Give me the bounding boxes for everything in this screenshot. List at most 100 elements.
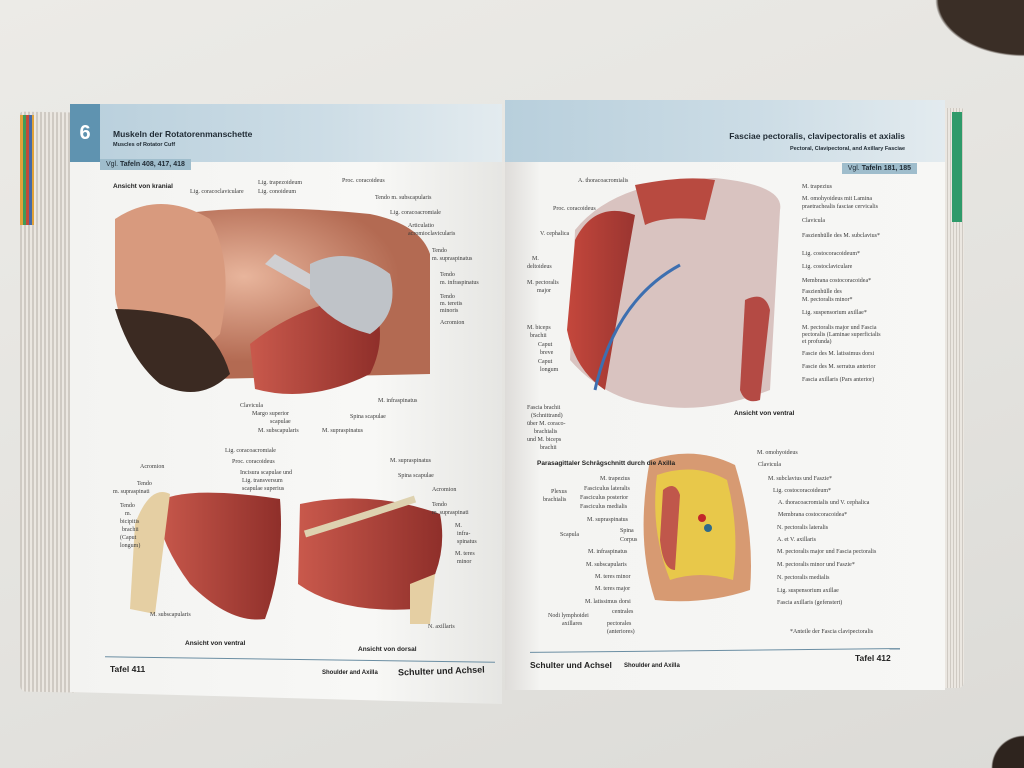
humerus-ventral (130, 492, 170, 614)
footnote: *Anteile der Fascia clavipectoralis (790, 629, 874, 635)
anatomy-label: minoris (440, 308, 459, 314)
anatomy-label: Lig. transversum (242, 478, 283, 484)
anatomy-label: M. teres major (595, 586, 631, 592)
section-en: Shoulder and Axilla (624, 663, 680, 669)
page-title: Fasciae pectoralis, clavipectoralis et a… (729, 131, 905, 141)
anatomy-label: deltoideus (527, 264, 552, 270)
anatomy-label: A. thoracoacromialis (578, 178, 629, 184)
anatomy-label: Lig. coracoclaviculare (190, 189, 244, 195)
axillary-artery (698, 514, 706, 522)
anatomy-label: Articulatio (408, 223, 434, 229)
anatomy-label: M. supraspinatus (390, 458, 431, 464)
anatomy-label: infra- (457, 531, 471, 537)
anatomy-label: N. pectoralis medialis (777, 575, 830, 581)
anatomy-label: N. axillaris (428, 624, 455, 630)
anatomy-label: Acromion (432, 487, 457, 493)
anatomy-label: longum) (120, 543, 141, 549)
anatomy-label: Lig. suspensorium axillae (777, 588, 839, 594)
illustrations (567, 178, 781, 602)
anatomy-label: Fascia axillaris (Pars anterior) (802, 377, 875, 383)
header-band (505, 100, 945, 162)
anatomy-label: praetrachealis fasciae cervicalis (802, 204, 878, 210)
anatomy-label: M. subscapularis (150, 612, 191, 618)
anatomy-label: Tendo (432, 248, 447, 254)
section-de: Schulter und Achsel (530, 660, 612, 670)
anatomy-label: Membrana costocoracoidea* (802, 278, 872, 284)
anatomy-label: Proc. coracoideus (553, 206, 596, 212)
anatomy-label: V. cephalica (540, 231, 570, 237)
anatomy-label: M. trapezius (600, 476, 630, 482)
figure-caption: Ansicht von ventral (185, 640, 246, 647)
anatomy-label: m. supraspinati (113, 489, 150, 495)
anatomy-label: M. omohyoideus mit Lamina (802, 196, 872, 202)
plate-number: Tafel 411 (110, 664, 146, 674)
illustrations (115, 204, 443, 624)
anatomy-label: M. pectoralis minor und Faszie* (777, 562, 855, 568)
latissimus-edge (740, 296, 770, 402)
anatomy-label: N. pectoralis lateralis (777, 525, 829, 531)
anatomy-label: m. supraspinati (432, 510, 469, 516)
anatomy-label: M. teres minor (595, 574, 631, 580)
anatomy-label: M. biceps (527, 325, 551, 331)
anatomy-label: pectoralis (Laminae superficialis (802, 332, 881, 338)
header-band (70, 104, 502, 162)
anatomy-label: M. (532, 256, 539, 262)
anatomy-label: scapulae (270, 419, 291, 425)
figure-caption: Ansicht von kranial (113, 183, 173, 190)
anatomy-label: Fasciculus posterior (580, 495, 629, 501)
anatomy-label: Clavicula (758, 462, 781, 468)
axilla-muscle-layer (660, 486, 680, 570)
anatomy-label: Spina (620, 528, 634, 534)
anatomy-label: (Caput (120, 535, 137, 541)
color-tab-right (952, 112, 962, 222)
anatomy-label: Faszienhülle des (802, 289, 842, 295)
axillary-vein (704, 524, 712, 532)
humerus-dorsal (410, 574, 435, 624)
anatomy-label: Tendo m. subscapularis (375, 195, 432, 201)
cross-reference: Vgl. Tafeln 408, 417, 418 (100, 159, 191, 170)
vgl-prefix: Vgl. (847, 165, 860, 172)
anatomy-label: acromioclavicularis (408, 231, 456, 237)
anatomy-label: M. infraspinatus (588, 549, 628, 555)
rotator-tendons (310, 256, 393, 334)
anatomy-label: Lig. trapezoideum (258, 180, 302, 186)
deltoid (567, 210, 635, 390)
anatomy-label: (anteriores) (607, 629, 635, 635)
anatomy-label: minor (457, 559, 472, 565)
anatomy-label: Spina scapulae (398, 473, 434, 479)
anatomy-label: M. subscapularis (586, 562, 627, 568)
anatomy-label: pectorales (607, 621, 632, 627)
anatomy-label: Corpus (620, 537, 638, 543)
anatomy-label: brachii (540, 445, 557, 451)
anatomy-label: Membrana costocoracoidea* (778, 512, 848, 518)
anatomy-label: Lig. costoclaviculare (802, 264, 853, 270)
anatomy-label: M. supraspinatus (322, 428, 363, 434)
anatomy-label: M. pectoralis major und Fascia pectorali… (777, 549, 877, 555)
right-page: Fasciae pectoralis, clavipectoralis et a… (505, 100, 945, 690)
anatomy-label: Fascia brachii (527, 405, 561, 411)
anatomy-label: M. trapezius (802, 184, 832, 190)
anatomy-label: M. subscapularis (258, 428, 299, 434)
table-edge-dark (914, 0, 1024, 70)
anatomy-label: Scapula (560, 532, 579, 538)
anatomy-label: A. thoracoacromialis und V. cephalica (778, 500, 870, 506)
anatomy-label: scapulae superius (242, 486, 285, 492)
anatomy-label: M. subclavius und Faszie* (768, 476, 832, 482)
anatomy-label: Fascia axillaris (gefenstert) (777, 600, 843, 606)
anatomy-label: Caput (538, 342, 553, 348)
anatomy-label: breve (540, 350, 554, 356)
figure-caption: Ansicht von ventral (734, 410, 795, 417)
figure-caption: Ansicht von dorsal (358, 646, 417, 653)
anatomy-label: m. teretis (440, 301, 463, 307)
anatomy-label: M. supraspinatus (587, 517, 628, 523)
anatomy-label: axillares (562, 621, 583, 627)
anatomy-label: Nodi lymphoidei (548, 613, 589, 619)
anatomy-label: Lig. coracoacromiale (225, 448, 276, 454)
anatomy-label: Clavicula (802, 218, 825, 224)
anatomy-label: Tendo (440, 294, 455, 300)
spina-scapulae (303, 495, 417, 538)
anatomy-label: Lig. costocoracoideum* (773, 488, 831, 494)
anatomy-label: Lig. costocoracoideum* (802, 251, 860, 257)
anatomy-label: M. teres (455, 551, 475, 557)
anatomy-label: Fascie des M. serratus anterior (802, 364, 876, 370)
